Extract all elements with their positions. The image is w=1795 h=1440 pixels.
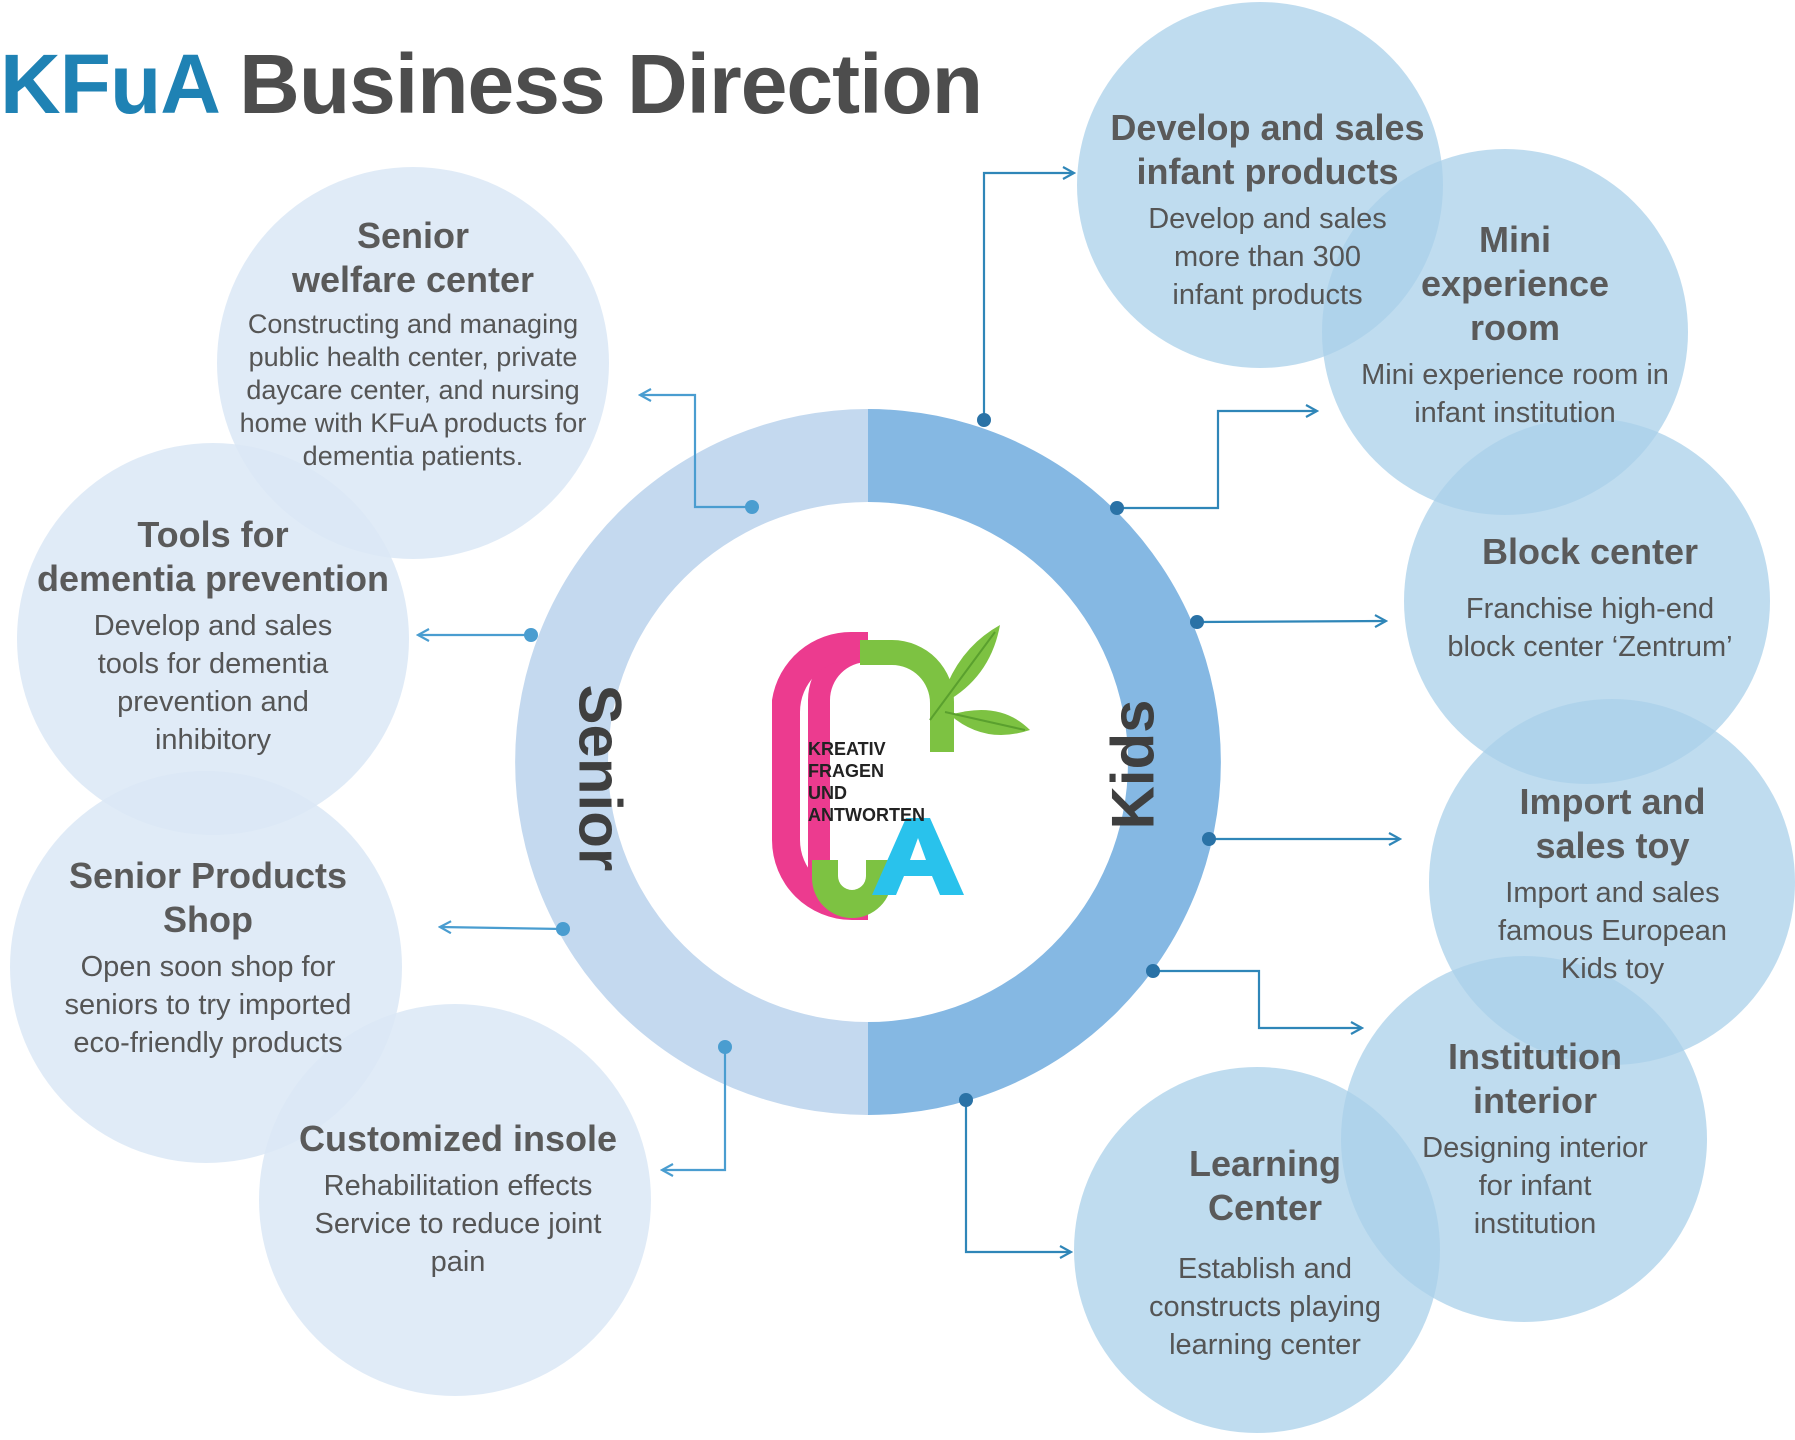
- kids-connectors: [964, 173, 1400, 1252]
- kids-item-learning: Learning Center Establish and constructs…: [1120, 1142, 1410, 1364]
- kids-item-desc: Franchise high-end block center ‘Zentrum…: [1447, 593, 1733, 663]
- logo-leaves: [929, 625, 1030, 735]
- kids-item-heading: Block center: [1481, 531, 1699, 572]
- logo-words: KREATIV FRAGEN UND ANTWORTEN: [808, 739, 925, 825]
- senior-bubble-insole: [259, 1004, 651, 1396]
- kids-item-heading: Institution interior: [1448, 1036, 1622, 1121]
- logo-cyan-a: [872, 818, 964, 895]
- senior-item-dementia: Tools for dementia prevention Develop an…: [18, 513, 408, 759]
- senior-ring-half: [515, 409, 868, 1115]
- kids-ring-half: [868, 409, 1221, 1115]
- kids-item-heading: Import and sales toy: [1519, 781, 1706, 866]
- kids-item-desc: Develop and sales more than 300 infant p…: [1148, 203, 1387, 311]
- logo-green-u: [812, 860, 892, 918]
- senior-item-insole: Customized insole Rehabilitation effects…: [268, 1117, 648, 1281]
- title-rest: Business Direction: [239, 37, 983, 131]
- kids-bubble-learning: [1074, 1067, 1440, 1433]
- kids-bubble-block: [1404, 418, 1770, 784]
- kids-segment-label: Kids: [1099, 699, 1167, 830]
- title-brand: KFuA: [0, 37, 218, 131]
- senior-item-desc: Rehabilitation effects Service to reduce…: [314, 1170, 602, 1278]
- senior-item-heading: Senior welfare center: [291, 215, 535, 300]
- page-title: KFuA Business Direction: [0, 36, 983, 133]
- senior-segment-label: Senior: [566, 684, 634, 872]
- senior-item-heading: Customized insole: [298, 1118, 618, 1159]
- kids-item-desc: Mini experience room in infant instituti…: [1361, 359, 1669, 429]
- senior-item-heading: Tools for dementia prevention: [36, 514, 390, 599]
- senior-item-desc: Develop and sales tools for dementia pre…: [93, 610, 333, 756]
- senior-item-desc: Open soon shop for seniors to try import…: [64, 951, 352, 1059]
- kids-connector-dots: [959, 413, 1216, 1107]
- kids-item-block: Block center Franchise high-end block ce…: [1420, 530, 1760, 666]
- logo-pink-f: [808, 640, 868, 892]
- senior-bubble-welfare: [217, 167, 609, 559]
- senior-item-shop: Senior Products Shop Open soon shop for …: [18, 854, 398, 1062]
- senior-bubble-dementia: [17, 443, 409, 835]
- senior-item-heading: Senior Products Shop: [68, 855, 348, 940]
- kids-item-heading: Develop and sales infant products: [1110, 107, 1425, 192]
- kids-item-mini-room: Mini experience room Mini experience roo…: [1330, 218, 1700, 432]
- kids-item-desc: Designing interior for infant institutio…: [1422, 1132, 1648, 1240]
- senior-item-desc: Constructing and managing public health …: [239, 309, 587, 471]
- kids-item-desc: Establish and constructs playing learnin…: [1148, 1253, 1382, 1361]
- senior-connector-dots: [524, 500, 759, 1054]
- kids-item-toy: Import and sales toy Import and sales fa…: [1440, 780, 1785, 988]
- logo-green-n: [860, 640, 955, 752]
- senior-bubble-shop: [10, 771, 402, 1163]
- kfua-logo: [772, 625, 1030, 920]
- senior-connectors: [418, 395, 752, 1170]
- senior-item-welfare: Senior welfare center Constructing and m…: [223, 214, 603, 473]
- kids-item-interior: Institution interior Designing interior …: [1385, 1035, 1685, 1243]
- kids-item-heading: Mini experience room: [1420, 219, 1610, 348]
- kids-item-heading: Learning Center: [1188, 1143, 1341, 1228]
- kids-item-infant: Develop and sales infant products Develo…: [1085, 106, 1450, 314]
- kids-item-desc: Import and sales famous European Kids to…: [1498, 877, 1727, 985]
